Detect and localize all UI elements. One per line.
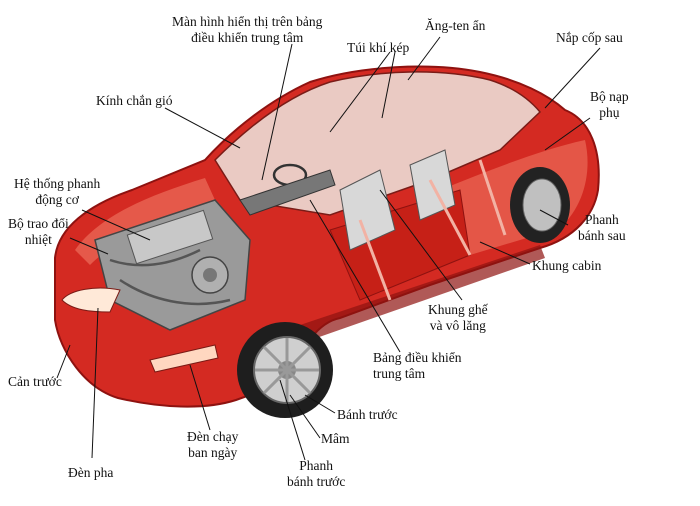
label-center-console: Bảng điều khiển trung tâm (373, 350, 461, 382)
label-front-bumper: Cản trước (8, 374, 62, 390)
rear-rim (522, 178, 562, 232)
label-front-brake: Phanh bánh trước (287, 458, 345, 490)
label-engine-brake-line2: động cơ (35, 192, 79, 207)
label-front-bumper-text: Cản trước (8, 374, 62, 389)
label-cabin-frame: Khung cabin (532, 258, 601, 274)
label-aux-charger-line1: Bộ nạp (590, 89, 629, 104)
leader-rear-hatch (544, 47, 601, 109)
leader-front-wheel (304, 394, 336, 414)
label-rear-brake-line2: bánh sau (578, 228, 626, 243)
leader-airbags-1 (329, 51, 391, 133)
label-center-console-line1: Bảng điều khiển (373, 350, 462, 365)
label-airbags: Túi khí kép (347, 40, 409, 56)
label-heat-exchanger-line1: Bộ trao đổi (8, 216, 69, 231)
leader-aux-charger (544, 117, 591, 151)
label-drl: Đèn chạy ban ngày (187, 429, 238, 461)
leader-center-display (261, 43, 293, 181)
label-engine-brake-line1: Hệ thống phanh (14, 176, 101, 191)
label-drl-line1: Đèn chạy (187, 429, 239, 444)
front-rim-spokes (255, 338, 319, 402)
label-heat-exchanger-line2: nhiệt (24, 232, 52, 247)
label-rim: Mâm (321, 431, 350, 447)
engine-pulley-inner (203, 268, 217, 282)
leader-center-console (309, 199, 401, 353)
label-windshield: Kính chắn gió (96, 93, 173, 109)
label-drl-line2: ban ngày (188, 445, 238, 460)
label-windshield-text: Kính chắn gió (96, 93, 173, 108)
drl-shape (149, 344, 219, 373)
label-headlight-text: Đèn pha (68, 465, 114, 480)
label-rear-brake-line1: Phanh (584, 212, 619, 227)
headlight-shape (61, 287, 121, 313)
label-aux-charger: Bộ nạp phụ (590, 89, 629, 121)
leader-engine-brake (81, 209, 151, 241)
leader-front-brake (279, 379, 306, 461)
cabin-frame-bars (358, 159, 507, 301)
seat-front (339, 169, 396, 251)
leader-headlight (91, 307, 99, 459)
label-heat-exchanger: Bộ trao đổi nhiệt (8, 216, 69, 248)
leader-rear-brake (539, 209, 569, 226)
label-rear-hatch: Nắp cốp sau (556, 30, 623, 46)
label-seat-steering-line2: và vô lăng (429, 318, 486, 333)
steering-wheel (272, 163, 308, 187)
label-hidden-antenna: Ăng-ten ẩn (425, 18, 485, 34)
leader-front-bumper (56, 344, 71, 379)
lights (61, 287, 219, 373)
wheels (237, 167, 570, 418)
interior (239, 149, 507, 301)
label-rear-hatch-text: Nắp cốp sau (556, 30, 623, 45)
leader-airbags-2 (381, 51, 396, 119)
engine-intake (126, 209, 214, 265)
label-front-brake-line1: Phanh (299, 458, 334, 473)
label-seat-steering: Khung ghế và vô lăng (428, 302, 488, 334)
label-front-brake-line2: bánh trước (287, 474, 346, 489)
label-center-display-line1: Màn hình hiển thị trên bảng (172, 14, 323, 29)
label-engine-brake: Hệ thống phanh động cơ (14, 176, 100, 208)
label-aux-charger-line2: phụ (599, 105, 620, 120)
leader-windshield (164, 107, 241, 149)
leader-rim (289, 394, 321, 439)
label-hidden-antenna-text: Ăng-ten ẩn (425, 18, 486, 33)
label-rear-brake: Phanh bánh sau (578, 212, 626, 244)
label-headlight: Đèn pha (68, 465, 113, 481)
label-center-display: Màn hình hiển thị trên bảng điều khiển t… (172, 14, 322, 46)
leader-lines (56, 36, 601, 461)
leader-drl (189, 364, 211, 431)
dashboard (239, 169, 336, 216)
label-front-wheel: Bánh trước (337, 407, 398, 423)
label-center-display-line2: điều khiển trung tâm (191, 30, 304, 45)
label-airbags-text: Túi khí kép (347, 40, 410, 55)
rocker-panel (300, 245, 545, 342)
leader-heat-exchanger (69, 237, 109, 255)
label-center-console-line2: trung tâm (373, 366, 426, 381)
leader-antenna (407, 36, 441, 81)
label-cabin-frame-text: Khung cabin (532, 258, 602, 273)
label-seat-steering-line1: Khung ghế (428, 302, 488, 317)
label-rim-text: Mâm (321, 431, 350, 446)
leader-cabin-frame (479, 241, 531, 265)
roof-glass (214, 71, 542, 216)
engine-pipes (109, 248, 231, 306)
leader-seat-steering (379, 189, 463, 301)
label-front-wheel-text: Bánh trước (337, 407, 398, 422)
